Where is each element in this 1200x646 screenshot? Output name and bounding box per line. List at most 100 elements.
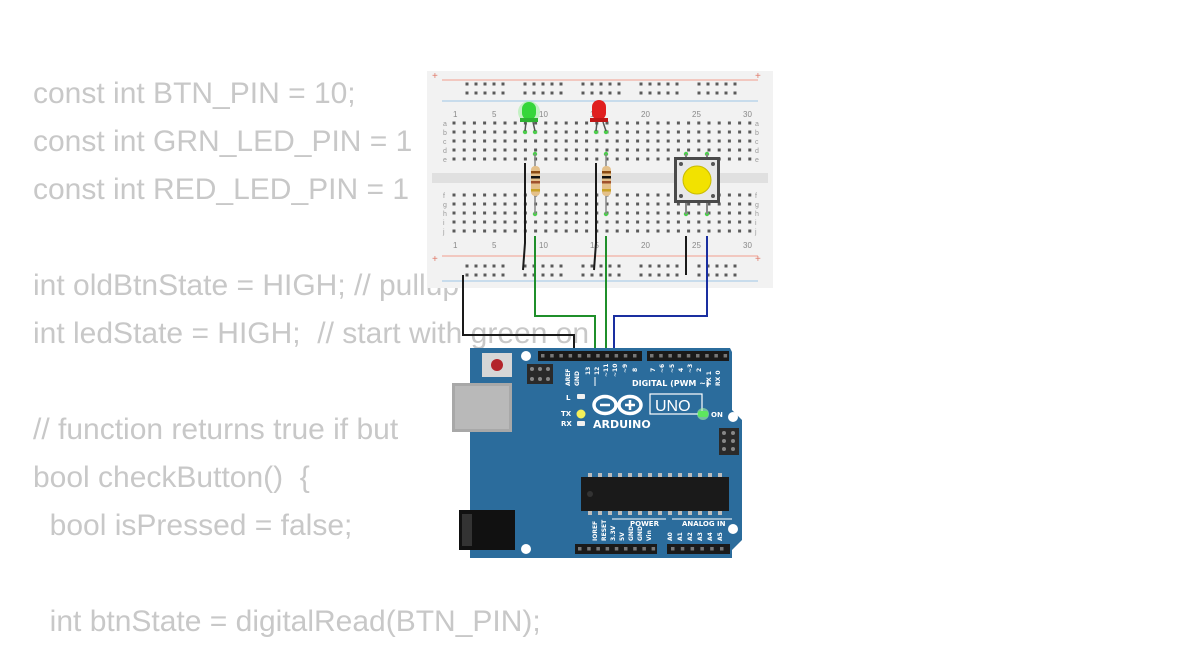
hole bbox=[717, 202, 721, 206]
hole bbox=[472, 139, 476, 143]
hole bbox=[697, 91, 701, 95]
hole bbox=[585, 229, 589, 233]
pin-label: TX 1 bbox=[706, 371, 713, 386]
hole bbox=[462, 148, 466, 152]
hole bbox=[599, 91, 603, 95]
pin-label: AREF bbox=[565, 369, 572, 386]
hole bbox=[697, 82, 701, 86]
hole bbox=[717, 148, 721, 152]
wire-gnd[interactable] bbox=[462, 275, 575, 356]
hole bbox=[483, 193, 487, 197]
hole bbox=[605, 202, 609, 206]
rail-plus-label: + bbox=[755, 71, 761, 82]
hole bbox=[595, 148, 599, 152]
hole bbox=[492, 273, 496, 277]
hole bbox=[646, 157, 650, 161]
hole bbox=[483, 202, 487, 206]
hole bbox=[705, 354, 709, 358]
hole bbox=[615, 148, 619, 152]
row-letter: d bbox=[443, 148, 447, 155]
wire-black[interactable] bbox=[522, 163, 526, 271]
hole bbox=[559, 273, 563, 277]
hole bbox=[596, 354, 600, 358]
hole bbox=[738, 157, 742, 161]
power-label: POWER bbox=[630, 520, 660, 528]
hole bbox=[698, 511, 702, 515]
hole bbox=[472, 211, 476, 215]
hole bbox=[623, 354, 628, 358]
pin-label: Vin bbox=[646, 530, 653, 541]
hole bbox=[698, 473, 702, 477]
hole bbox=[636, 202, 640, 206]
hole bbox=[733, 264, 737, 268]
hole bbox=[590, 264, 594, 268]
on-led bbox=[698, 411, 708, 417]
pin-labels: IOREF RESET 3.3V 5V GND GND Vin A0 A1 A2… bbox=[592, 519, 724, 541]
pin-label: ~5 bbox=[669, 364, 676, 373]
hole bbox=[483, 91, 487, 95]
hole bbox=[503, 193, 507, 197]
icsp-header bbox=[527, 364, 553, 384]
wire-black[interactable] bbox=[593, 163, 597, 271]
hole bbox=[574, 229, 578, 233]
hole bbox=[605, 220, 609, 224]
hole bbox=[738, 220, 742, 224]
pin-label: GND bbox=[574, 371, 581, 386]
reset-button-cap[interactable] bbox=[491, 359, 503, 371]
arduino-uno-board[interactable]: AREF GND 13 12 ~11 ~10 ~9 8 7 ~6 ~5 4 ~3… bbox=[452, 348, 742, 558]
hole bbox=[550, 273, 554, 277]
hole bbox=[618, 473, 622, 477]
wire-button[interactable] bbox=[613, 236, 708, 356]
hole bbox=[748, 220, 752, 224]
wire-green-led[interactable] bbox=[534, 236, 596, 356]
hole bbox=[697, 211, 701, 215]
column-number: 5 bbox=[492, 110, 497, 119]
row-letter: g bbox=[443, 202, 447, 209]
hole bbox=[680, 547, 685, 551]
hole bbox=[727, 229, 731, 233]
hole bbox=[748, 229, 752, 233]
hole bbox=[717, 121, 721, 125]
hole bbox=[513, 211, 517, 215]
push-button[interactable] bbox=[674, 154, 720, 214]
hole bbox=[483, 220, 487, 224]
hole bbox=[585, 202, 589, 206]
resistor-green[interactable] bbox=[531, 154, 540, 214]
hole bbox=[574, 130, 578, 134]
hole bbox=[646, 193, 650, 197]
hole bbox=[513, 148, 517, 152]
hole bbox=[666, 220, 670, 224]
hole bbox=[605, 139, 609, 143]
hole bbox=[564, 211, 568, 215]
hole bbox=[615, 229, 619, 233]
hole bbox=[666, 121, 670, 125]
hole bbox=[646, 202, 650, 206]
hole bbox=[493, 229, 497, 233]
hole bbox=[568, 354, 573, 358]
hole bbox=[493, 202, 497, 206]
hole bbox=[581, 82, 585, 86]
led-green[interactable] bbox=[518, 101, 540, 132]
hole bbox=[625, 157, 629, 161]
led-red[interactable] bbox=[590, 100, 608, 132]
resistor-red[interactable] bbox=[602, 154, 611, 214]
tx-led bbox=[576, 409, 586, 419]
hole bbox=[638, 473, 642, 477]
hole bbox=[708, 511, 712, 515]
hole bbox=[474, 264, 478, 268]
hole bbox=[544, 229, 548, 233]
hole bbox=[748, 148, 752, 152]
hole bbox=[534, 229, 538, 233]
pin-label: A2 bbox=[687, 532, 694, 541]
hole bbox=[707, 130, 711, 134]
hole bbox=[617, 91, 621, 95]
hole bbox=[625, 193, 629, 197]
row-letter: i bbox=[443, 220, 445, 227]
hole bbox=[534, 220, 538, 224]
hole bbox=[483, 139, 487, 143]
hole bbox=[666, 202, 670, 206]
hole bbox=[733, 82, 737, 86]
hole bbox=[668, 473, 672, 477]
hole bbox=[472, 121, 476, 125]
hole bbox=[605, 229, 609, 233]
